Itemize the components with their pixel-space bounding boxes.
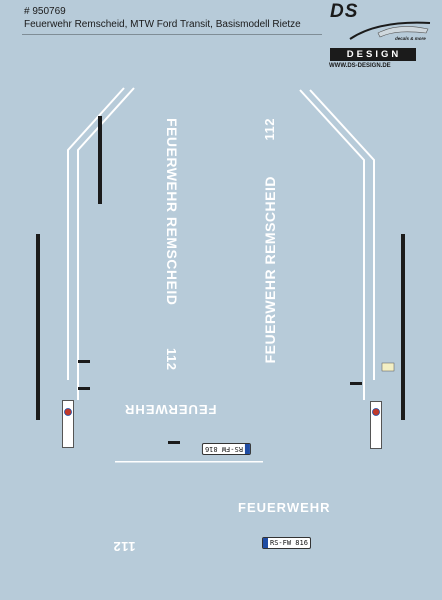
license-plate-upside: RS-FW 816	[202, 443, 251, 455]
vertical-text-left: FEUERWEHR REMSCHEID	[164, 118, 180, 306]
logo-url: WWW.DS-DESIGN.DE	[329, 63, 391, 69]
black-bar-top	[98, 116, 102, 204]
sheet-title: Feuerwehr Remscheid, MTW Ford Transit, B…	[24, 19, 301, 30]
black-dash-4	[168, 441, 180, 444]
horizontal-white-line	[115, 461, 263, 463]
license-plate: RS-FW 816	[262, 537, 311, 549]
article-number: # 950769	[24, 6, 66, 17]
black-bar-right	[401, 234, 405, 420]
logo-ds-text: DS	[330, 1, 359, 22]
left-diagonal-stripe-inner	[67, 87, 125, 380]
header-divider	[22, 34, 322, 35]
light-lens-decal	[381, 362, 395, 372]
left-diagonal-stripe-outer	[77, 87, 135, 400]
black-dash-1	[78, 360, 90, 363]
feuerwehr-text-upside: FEUERWEHR	[124, 402, 217, 417]
emblem-left-icon	[64, 408, 72, 416]
ds-design-logo: DS decals & more DESIGN WWW.DS-DESIGN.DE	[318, 1, 438, 76]
black-bar-left	[36, 234, 40, 420]
vertical-text-right: FEUERWEHR REMSCHEID	[262, 176, 278, 364]
number-text-upside: 112	[113, 539, 136, 554]
black-dash-2	[78, 387, 90, 390]
logo-design-text: DESIGN	[346, 49, 402, 60]
logo-tagline: decals & more	[395, 36, 426, 41]
vertical-number-left: 112	[164, 348, 179, 371]
right-diagonal-stripe-outer	[309, 89, 375, 380]
logo-car-swoosh-icon	[349, 21, 431, 40]
feuerwehr-text: FEUERWEHR	[238, 500, 331, 515]
black-dash-3	[350, 382, 362, 385]
right-diagonal-stripe-inner	[299, 89, 365, 400]
emblem-right-icon	[372, 408, 380, 416]
vertical-number-right: 112	[262, 118, 277, 141]
logo-design-box	[330, 48, 416, 61]
